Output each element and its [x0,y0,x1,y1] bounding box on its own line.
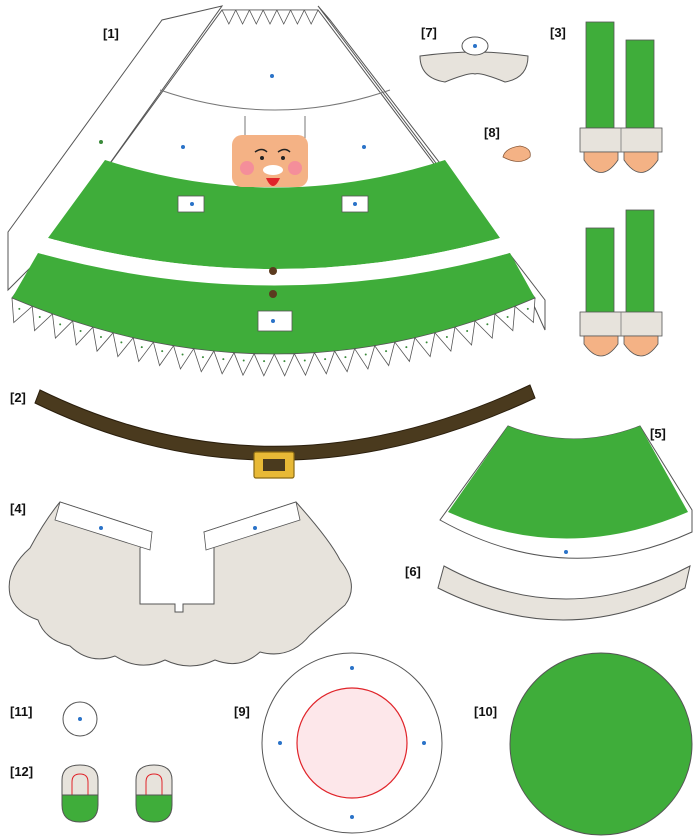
glue-tooth [289,9,305,25]
glue-tooth [333,348,356,373]
bottom-glue-teeth [11,297,536,377]
glue-tooth [313,350,336,375]
glue-tooth [11,297,33,324]
glue-tooth [235,9,251,25]
glue-dot [181,353,184,356]
glue-dot [38,315,41,318]
glue-tooth [112,332,134,358]
part-label-6: [6] [405,564,421,579]
glue-dot [283,360,286,363]
glue-dot [526,307,529,310]
glue-tooth [353,345,376,370]
glue-dot [385,350,388,353]
glue-dot [161,350,164,353]
part-label-8: [8] [484,125,500,140]
glue-dot [99,336,102,339]
glue-tooth [514,297,536,324]
glue-tooth [92,326,114,353]
santa-coat-piece [7,5,546,377]
belt-piece [34,384,536,479]
glue-dot [201,356,204,359]
legs-piece [579,21,663,357]
glue-tooth [51,313,74,340]
glue-dot [466,330,469,333]
glue-dot [303,359,306,362]
glue-tooth [454,320,476,346]
glue-tooth [173,345,195,370]
mitten-left [61,764,99,823]
glue-tooth [293,352,316,377]
glue-tooth [253,353,275,377]
glue-tooth [273,353,295,377]
glue-dot [18,307,21,310]
fur-collar-piece [8,501,352,667]
base-disc-piece [509,652,693,836]
glue-tooth [233,352,255,377]
part-label-7: [7] [421,25,437,40]
hat-piece [439,425,693,559]
part-label-12: [12] [10,764,33,779]
glue-tooth [31,305,54,332]
glue-tooth [213,350,235,375]
part-label-9: [9] [234,704,250,719]
glue-tooth [374,341,396,367]
glue-dot [222,358,225,361]
small-disc-piece [62,701,98,737]
glue-dot [486,323,489,326]
glue-dot [445,336,448,339]
nose-piece [502,145,531,162]
part-label-11: [11] [10,704,32,719]
santa-face [232,135,308,187]
hat-trim-piece [437,565,691,621]
glue-tooth [193,348,215,373]
glue-dot [79,330,82,333]
glue-tooth [72,320,94,346]
mitten-pieces [61,764,173,823]
glue-tooth [221,9,237,25]
part-label-1: [1] [103,26,119,41]
glue-tooth [474,313,496,340]
glue-tooth [394,337,416,363]
part-label-3: [3] [550,25,566,40]
glue-tooth [494,305,516,332]
glue-dot [344,356,347,359]
glue-dot [59,323,62,326]
glue-tooth [262,9,278,25]
glue-tooth [152,341,175,367]
top-glue-teeth [221,9,319,25]
glue-tooth [414,332,436,358]
part-label-5: [5] [650,426,666,441]
mustache-piece [419,36,529,83]
base-ring-piece [261,652,443,834]
glue-dot [324,358,327,361]
glue-tooth [248,9,264,25]
glue-dot [263,360,266,363]
glue-tooth [303,9,319,25]
part-label-4: [4] [10,501,26,516]
glue-dot [242,359,245,362]
glue-dot [506,315,509,318]
glue-dot [140,346,143,349]
mitten-right [135,764,173,823]
glue-dot [405,346,408,349]
part-label-10: [10] [474,704,497,719]
glue-tooth [434,326,456,353]
glue-dot [425,341,428,344]
glue-tooth [276,9,292,25]
part-label-2: [2] [10,390,26,405]
glue-dot [364,353,367,356]
glue-tooth [132,337,155,363]
glue-dot [120,341,123,344]
